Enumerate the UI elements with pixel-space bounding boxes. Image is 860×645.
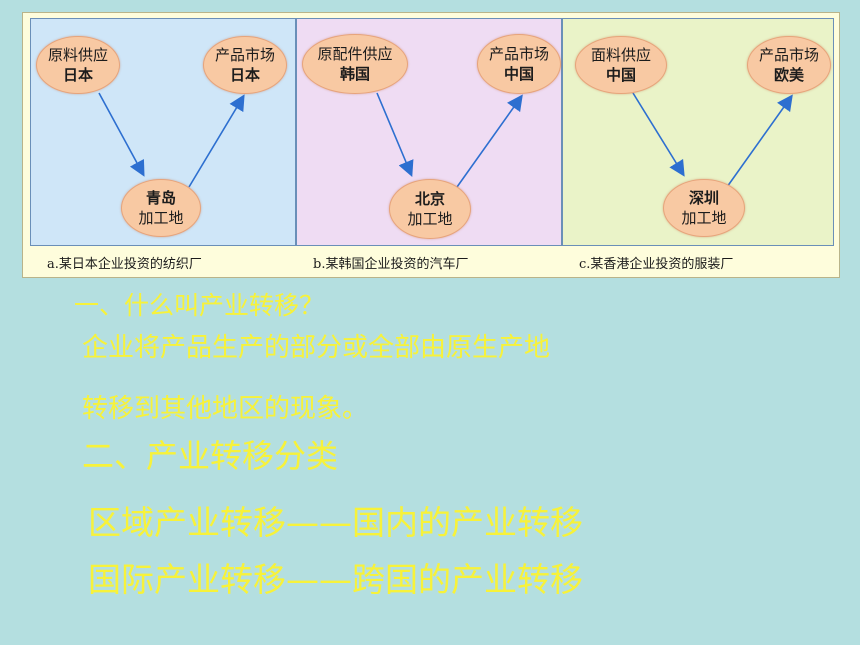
node-market-label: 产品市场 <box>214 46 275 64</box>
node-factory: 北京 加工地 <box>389 179 471 239</box>
node-market-place: 日本 <box>229 66 260 84</box>
node-market: 产品市场 欧美 <box>747 36 831 94</box>
node-source: 面料供应 中国 <box>575 36 667 94</box>
node-factory: 深圳 加工地 <box>663 179 745 237</box>
panel-b-automobile: 原配件供应 韩国 产品市场 中国 北京 加工地 <box>296 18 562 246</box>
arrow-factory-to-market <box>726 94 793 188</box>
node-market-place: 欧美 <box>773 66 804 84</box>
node-factory: 青岛 加工地 <box>121 179 201 237</box>
node-source-place: 韩国 <box>339 65 370 83</box>
node-source-label: 原配件供应 <box>317 45 393 63</box>
node-market-label: 产品市场 <box>488 45 549 63</box>
node-source-place: 日本 <box>62 66 93 84</box>
node-market-place: 中国 <box>503 65 534 83</box>
node-source: 原配件供应 韩国 <box>302 34 408 94</box>
caption-b: b.某韩国企业投资的汽车厂 <box>313 257 469 272</box>
panel-a-textile: 原料供应 日本 产品市场 日本 青岛 加工地 <box>30 18 296 246</box>
arrow-factory-to-market <box>456 94 523 188</box>
arrow-source-to-factory <box>376 92 414 177</box>
panel-c-garment: 面料供应 中国 产品市场 欧美 深圳 加工地 <box>562 18 834 246</box>
node-factory-label: 加工地 <box>138 209 184 227</box>
arrow-source-to-factory <box>98 92 145 177</box>
node-factory-place: 青岛 <box>145 189 176 207</box>
definition-line-2: 转移到其他地区的现象。 <box>82 394 369 424</box>
arrow-factory-to-market <box>188 94 245 188</box>
node-factory-place: 北京 <box>414 190 445 208</box>
panel-b-arrows <box>376 92 523 188</box>
node-market: 产品市场 日本 <box>203 36 287 94</box>
question-heading: 一、什么叫产业转移？ <box>74 291 325 320</box>
node-market: 产品市场 中国 <box>477 34 561 94</box>
node-source-label: 面料供应 <box>590 46 651 64</box>
definition-line-1: 企业将产品生产的部分或全部由原生产地 <box>82 333 551 363</box>
industry-transfer-diagram: 原料供应 日本 产品市场 日本 青岛 加工地 原配件供应 韩国 产品市 <box>22 12 840 278</box>
caption-c: c.某香港企业投资的服装厂 <box>579 257 734 272</box>
international-transfer-line: 国际产业转移——跨国的产业转移 <box>88 560 583 599</box>
node-factory-label: 加工地 <box>681 209 727 227</box>
node-factory-place: 深圳 <box>688 189 719 207</box>
node-source: 原料供应 日本 <box>36 36 120 94</box>
panel-a-arrows <box>98 92 245 188</box>
arrow-source-to-factory <box>632 92 685 177</box>
classification-heading: 二、产业转移分类 <box>82 437 339 475</box>
node-source-label: 原料供应 <box>47 46 108 64</box>
node-factory-label: 加工地 <box>407 210 453 228</box>
panel-c-arrows <box>632 92 793 188</box>
node-source-place: 中国 <box>605 66 636 84</box>
caption-a: a.某日本企业投资的纺织厂 <box>47 257 202 272</box>
node-market-label: 产品市场 <box>758 46 819 64</box>
regional-transfer-line: 区域产业转移——国内的产业转移 <box>88 503 583 542</box>
